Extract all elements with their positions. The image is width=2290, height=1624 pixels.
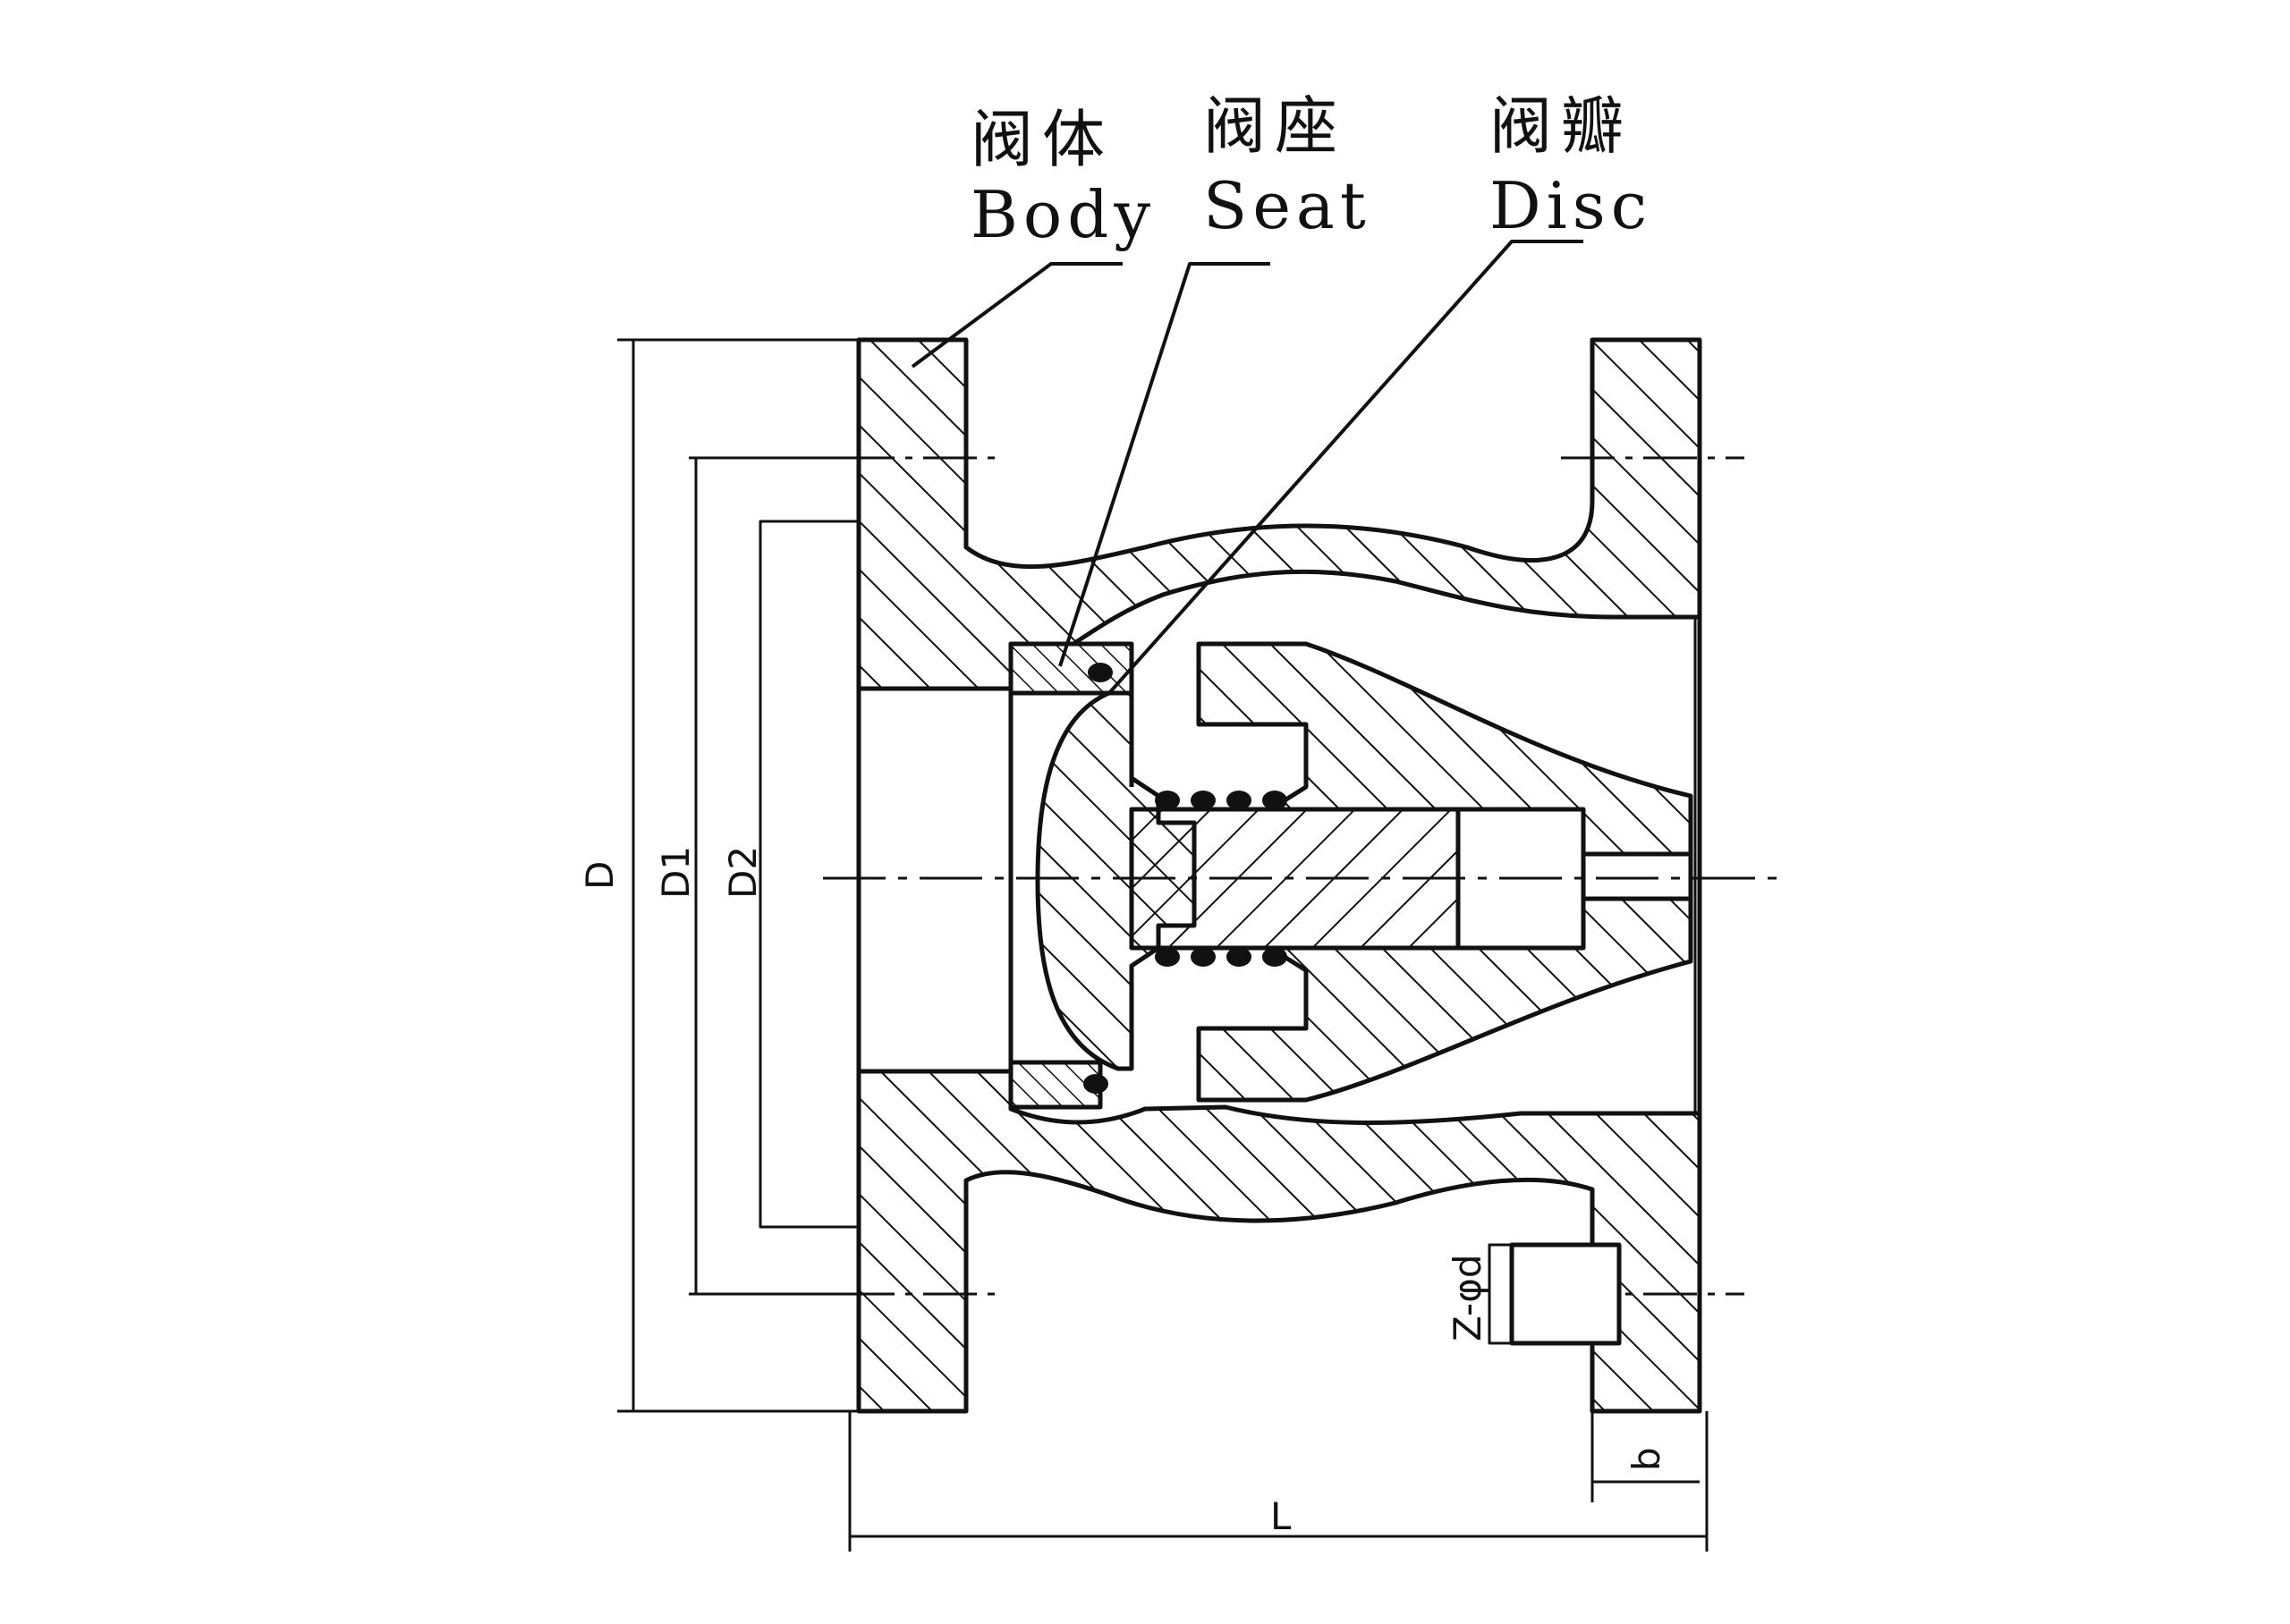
label-disc-cn: 阀瓣	[1489, 89, 1633, 163]
right-flange-face	[1619, 614, 1702, 1116]
dimension-labels: D D1 D2 L b Z-φd	[578, 846, 1668, 1538]
dim-D-label: D	[578, 861, 622, 890]
dim-b-label: b	[1624, 1447, 1668, 1471]
body-lower-section	[856, 1069, 1702, 1414]
guide-housing	[1196, 641, 1693, 1103]
label-seat-cn: 阀座	[1203, 89, 1346, 163]
bolt-hole	[1509, 1242, 1622, 1346]
dim-L-label: L	[1270, 1494, 1292, 1538]
dim-bolts-label: Z-φd	[1446, 1254, 1489, 1341]
label-body-en: Body	[971, 177, 1156, 252]
part-labels: 阀体 Body 阀座 Seat 阀瓣 Disc	[971, 89, 1652, 252]
label-disc-en: Disc	[1489, 168, 1652, 243]
label-body-cn: 阀体	[971, 103, 1114, 176]
spring-coils	[1083, 663, 1287, 1094]
dim-D2-label: D2	[721, 846, 765, 899]
dim-D1-label: D1	[654, 846, 698, 899]
inlet-bore	[856, 686, 1014, 1074]
label-seat-en: Seat	[1203, 168, 1371, 243]
body-upper-section	[856, 337, 1702, 691]
seat-leader	[1058, 262, 1270, 667]
body-leader	[911, 262, 1123, 368]
disc-leader	[1107, 240, 1583, 695]
